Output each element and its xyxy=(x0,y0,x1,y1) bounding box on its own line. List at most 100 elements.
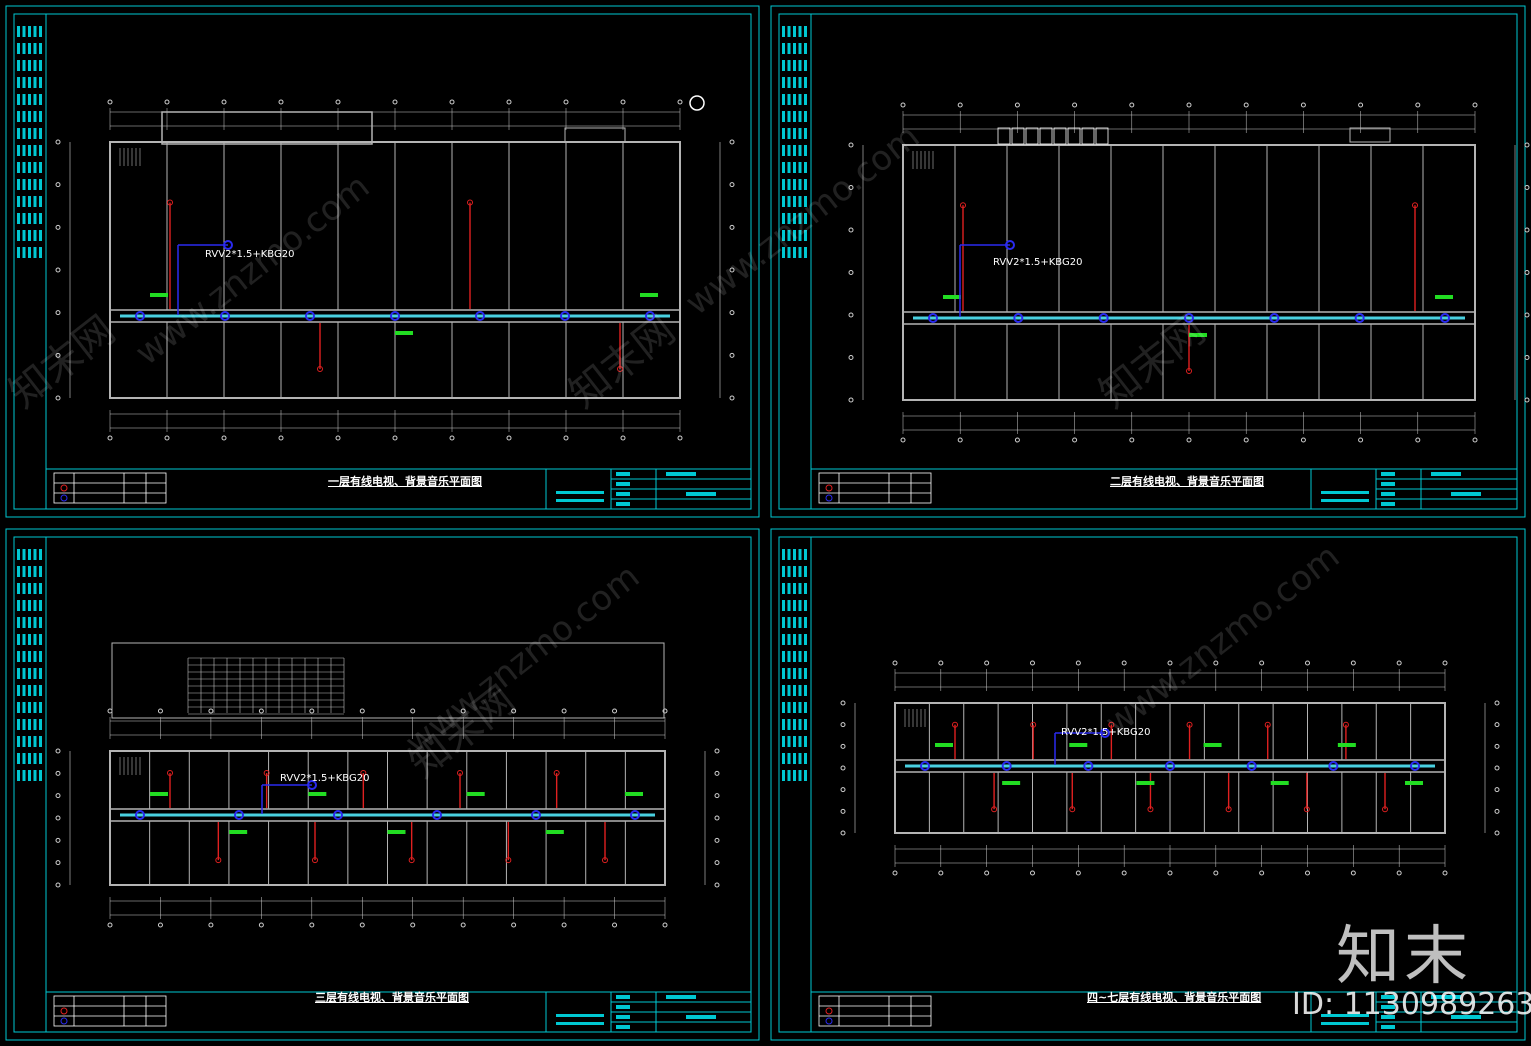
revision-cell xyxy=(787,668,791,679)
revision-cell xyxy=(33,43,37,54)
revision-cell xyxy=(33,651,37,662)
axis-bubble xyxy=(511,922,517,928)
revision-cell xyxy=(798,549,802,560)
revision-cell xyxy=(793,26,796,37)
axis-bubble xyxy=(1494,830,1500,836)
revision-cell xyxy=(22,230,26,241)
revision-cell xyxy=(787,770,791,781)
revision-cell xyxy=(33,634,37,645)
equipment-tag xyxy=(1189,333,1207,337)
axis-bubble xyxy=(848,227,854,233)
floor-plan-drawing xyxy=(5,528,760,1041)
axis-bubble xyxy=(107,435,113,441)
revision-cell xyxy=(782,685,785,696)
revision-cell xyxy=(793,702,796,713)
speaker-symbol xyxy=(1269,313,1280,323)
title-block-text xyxy=(1381,1005,1395,1009)
axis-bubble xyxy=(729,224,735,230)
axis-bubble xyxy=(460,708,466,714)
axis-bubble xyxy=(359,922,365,928)
axis-bubble xyxy=(714,837,720,843)
revision-cell xyxy=(39,651,42,662)
revision-cell xyxy=(39,247,42,258)
axis-bubble xyxy=(1259,660,1265,666)
revision-cell xyxy=(22,247,26,258)
tv-outlet-symbol xyxy=(960,202,966,209)
axis-bubble xyxy=(1072,437,1078,443)
revision-cell xyxy=(22,145,26,156)
axis-bubble xyxy=(1415,437,1421,443)
axis-bubble xyxy=(1472,102,1478,108)
revision-cell xyxy=(782,668,785,679)
revision-cell xyxy=(22,617,26,628)
axis-bubble xyxy=(1243,437,1249,443)
main-speaker-node xyxy=(307,780,317,790)
revision-cell xyxy=(782,179,785,190)
axis-bubble xyxy=(1396,870,1402,876)
axis-bubble xyxy=(984,660,990,666)
revision-cell xyxy=(793,128,796,139)
revision-cell xyxy=(22,719,26,730)
cable-spec-label: RVV2*1.5+KBG20 xyxy=(1061,727,1151,738)
axis-bubble xyxy=(900,437,906,443)
revision-cell xyxy=(793,651,796,662)
revision-cell xyxy=(17,753,20,764)
legend-table xyxy=(818,995,932,1027)
revision-cell xyxy=(798,753,802,764)
title-block-text xyxy=(686,492,716,496)
revision-cell xyxy=(787,583,791,594)
tv-outlet-symbol xyxy=(215,857,222,864)
revision-cell xyxy=(798,770,802,781)
axis-bubble xyxy=(714,882,720,888)
revision-cell xyxy=(804,128,807,139)
axis-bubble xyxy=(309,708,315,714)
revision-cell xyxy=(39,583,42,594)
revision-cell xyxy=(793,77,796,88)
equipment-tag xyxy=(395,331,413,335)
sheet-inner-border xyxy=(45,13,752,510)
axis-bubble xyxy=(55,224,61,230)
revision-cell xyxy=(798,566,802,577)
axis-bubble xyxy=(164,435,170,441)
equipment-tag xyxy=(1136,781,1155,785)
axis-bubble xyxy=(278,99,284,105)
revision-cell xyxy=(798,230,802,241)
rooftop-unit xyxy=(1053,127,1067,145)
revision-cell xyxy=(17,43,20,54)
revision-cell xyxy=(782,26,785,37)
revision-cell xyxy=(793,111,796,122)
title-block-text xyxy=(1321,1014,1369,1017)
axis-bubble xyxy=(892,660,898,666)
revision-cell xyxy=(804,719,807,730)
revision-cell xyxy=(22,549,26,560)
revision-cell xyxy=(28,196,31,207)
title-block-text xyxy=(616,492,630,496)
revision-cell xyxy=(793,247,796,258)
revision-cell xyxy=(798,77,802,88)
title-block-text xyxy=(616,482,630,486)
revision-cell xyxy=(804,162,807,173)
rooftop-unit xyxy=(1095,127,1109,145)
revision-cell xyxy=(798,162,802,173)
revision-cell xyxy=(804,651,807,662)
revision-cell xyxy=(804,111,807,122)
axis-bubble xyxy=(1305,660,1310,666)
revision-cell xyxy=(33,162,37,173)
revision-cell xyxy=(39,566,42,577)
legend-tv-outlet-symbol xyxy=(60,1007,68,1015)
revision-cell xyxy=(33,77,37,88)
title-block-text xyxy=(1381,502,1395,506)
drawing-sheet-floor-3: RVV2*1.5+KBG20 三层有线电视、背景音乐平面图 xyxy=(0,523,765,1046)
speaker-symbol xyxy=(333,810,343,820)
revision-cell xyxy=(39,770,42,781)
revision-cell xyxy=(782,230,785,241)
speaker-symbol xyxy=(432,810,442,820)
sheet-outer-border xyxy=(770,5,1526,518)
revision-cell xyxy=(798,634,802,645)
axis-bubble xyxy=(1121,870,1127,876)
revision-cell xyxy=(28,583,31,594)
revision-cell xyxy=(17,94,20,105)
axis-bubble xyxy=(506,99,512,105)
revision-cell xyxy=(804,196,807,207)
cable-spec-label: RVV2*1.5+KBG20 xyxy=(205,249,295,260)
